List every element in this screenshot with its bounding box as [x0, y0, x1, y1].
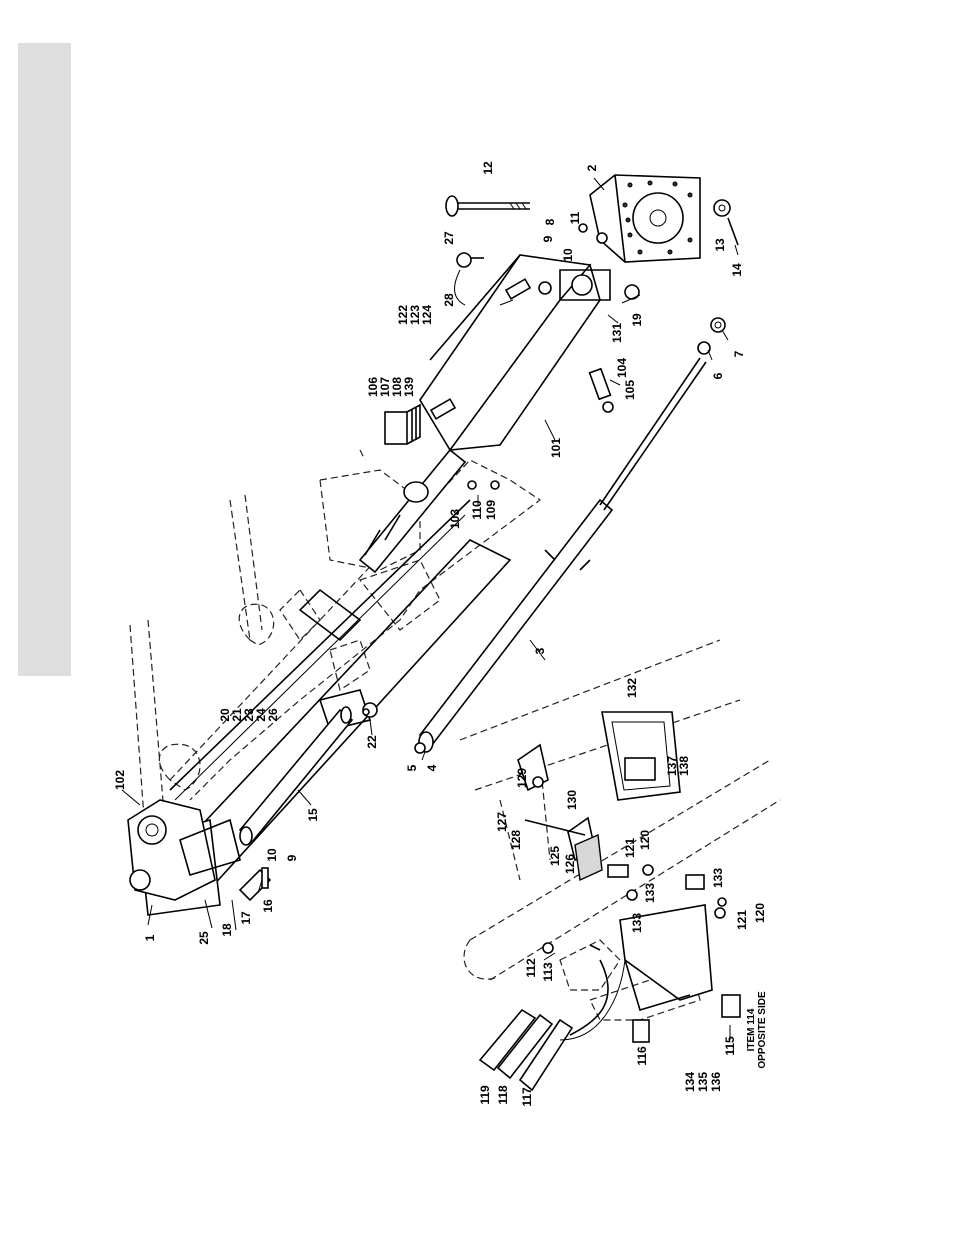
- callout-129: 129: [516, 768, 528, 788]
- callout-115: 115: [724, 1036, 736, 1055]
- callout-12: 12: [482, 161, 494, 174]
- callout-126: 126: [564, 854, 576, 874]
- callout-136: 136: [710, 1072, 722, 1092]
- callout-11: 11: [569, 212, 581, 225]
- callout-120a: 120: [639, 830, 651, 850]
- callout-2: 2: [586, 165, 598, 172]
- callout-5: 5: [406, 765, 418, 772]
- callout-119: 119: [479, 1085, 491, 1104]
- callout-131: 131: [611, 323, 623, 343]
- callout-103: 103: [449, 509, 461, 529]
- callout-139: 139: [403, 377, 415, 397]
- note-line-1: ITEM 114: [746, 991, 757, 1068]
- callout-113: 113: [542, 962, 554, 981]
- callout-26: 26: [267, 708, 279, 721]
- callout-135: 135: [697, 1072, 709, 1092]
- callout-138: 138: [678, 756, 690, 776]
- callout-10a: 10: [266, 848, 278, 861]
- callout-27: 27: [443, 231, 455, 244]
- callout-16: 16: [262, 899, 274, 912]
- callout-105: 105: [624, 380, 636, 400]
- callout-130: 130: [566, 790, 578, 810]
- callout-116: 116: [636, 1046, 648, 1065]
- callout-14: 14: [731, 263, 743, 276]
- callout-9b: 9: [542, 236, 554, 243]
- callout-121a: 121: [624, 838, 636, 858]
- callout-110: 110: [471, 500, 483, 519]
- callout-132: 132: [626, 678, 638, 698]
- long-bolt: [446, 196, 530, 216]
- callout-22: 22: [366, 735, 378, 748]
- callout-7: 7: [733, 351, 745, 358]
- callout-117: 117: [521, 1087, 533, 1106]
- housing-block: [590, 175, 700, 262]
- callout-1: 1: [144, 935, 156, 942]
- pad-stack: [385, 405, 420, 444]
- callout-4: 4: [426, 765, 438, 772]
- note-line-2: OPPOSITE SIDE: [757, 991, 768, 1068]
- callout-128: 128: [510, 830, 522, 850]
- callout-18: 18: [221, 923, 233, 936]
- callout-109: 109: [485, 500, 497, 520]
- callout-6: 6: [712, 373, 724, 380]
- callout-15: 15: [307, 808, 319, 821]
- callout-9a: 9: [286, 855, 298, 862]
- callout-3: 3: [534, 648, 546, 655]
- opposite-side-note: ITEM 114 OPPOSITE SIDE: [746, 991, 768, 1068]
- callout-28: 28: [443, 293, 455, 306]
- callout-104: 104: [616, 358, 628, 378]
- callout-19: 19: [631, 313, 643, 326]
- callout-10b: 10: [562, 248, 574, 261]
- callout-121b: 121: [736, 910, 748, 930]
- mounting-bracket: [420, 255, 610, 450]
- callout-125: 125: [549, 846, 561, 866]
- end-block-assembly: [128, 800, 240, 915]
- callout-8: 8: [544, 219, 556, 226]
- callout-13: 13: [714, 238, 726, 251]
- callout-133a: 133: [644, 883, 656, 903]
- callout-127: 127: [496, 812, 508, 832]
- callout-101: 101: [550, 438, 562, 458]
- callout-120b: 120: [754, 903, 766, 923]
- callout-133b: 133: [631, 913, 643, 933]
- callout-118: 118: [497, 1085, 509, 1104]
- callout-112: 112: [525, 958, 537, 977]
- callout-124: 124: [421, 305, 433, 325]
- callout-134: 134: [684, 1072, 696, 1092]
- callout-102: 102: [114, 770, 126, 790]
- callout-133c: 133: [712, 868, 724, 888]
- callout-17: 17: [240, 911, 252, 924]
- callout-25: 25: [198, 931, 210, 944]
